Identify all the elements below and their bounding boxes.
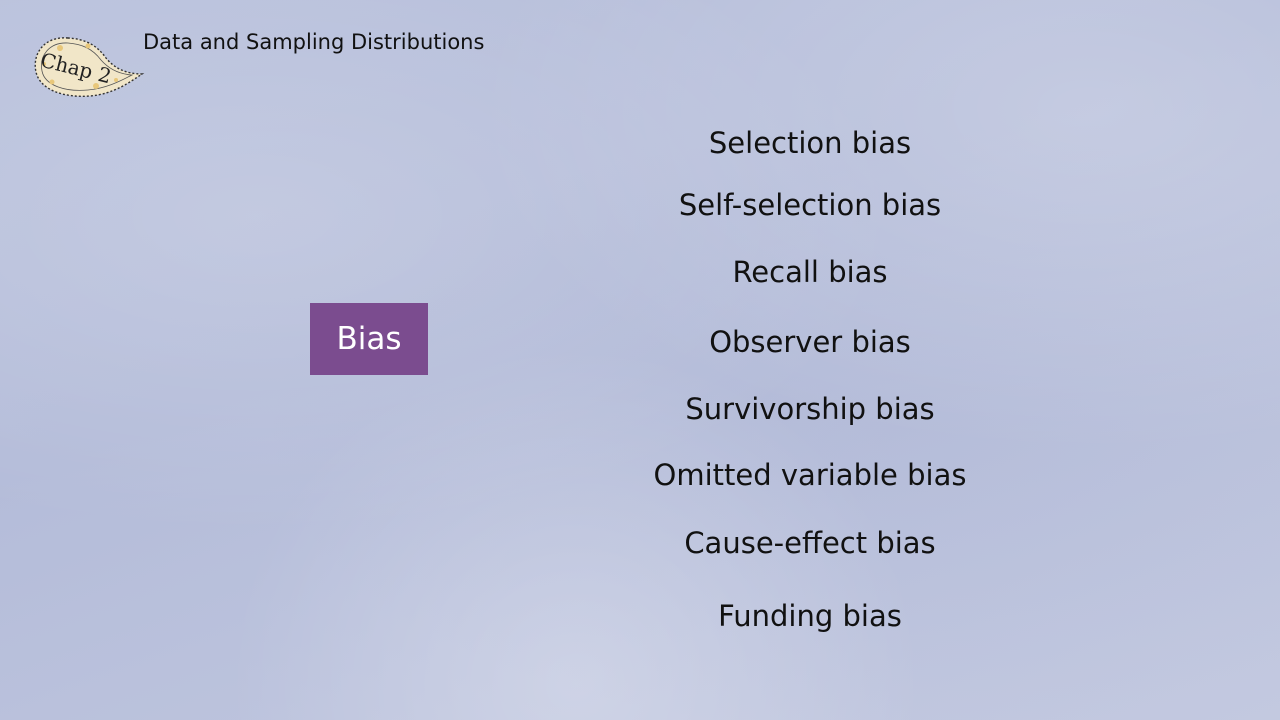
bias-item-survivorship: Survivorship bias	[685, 392, 935, 426]
bias-node: Bias	[310, 303, 428, 375]
bias-item-selection: Selection bias	[708, 126, 912, 160]
bias-item-omitted-variable: Omitted variable bias	[653, 458, 967, 492]
bias-types-list: Selection bias Self-selection bias Recal…	[560, 0, 1060, 720]
chapter-title: Data and Sampling Distributions	[143, 30, 485, 54]
bias-item-self-selection: Self-selection bias	[678, 188, 942, 222]
bias-item-funding: Funding bias	[718, 599, 902, 633]
bias-item-cause-effect: Cause-effect bias	[684, 526, 936, 560]
bias-item-recall: Recall bias	[732, 255, 888, 289]
chapter-badge: Chap 2	[30, 34, 146, 104]
chapter-header: Chap 2	[30, 34, 146, 104]
bias-item-observer: Observer bias	[709, 325, 911, 359]
paisley-icon	[34, 37, 145, 97]
